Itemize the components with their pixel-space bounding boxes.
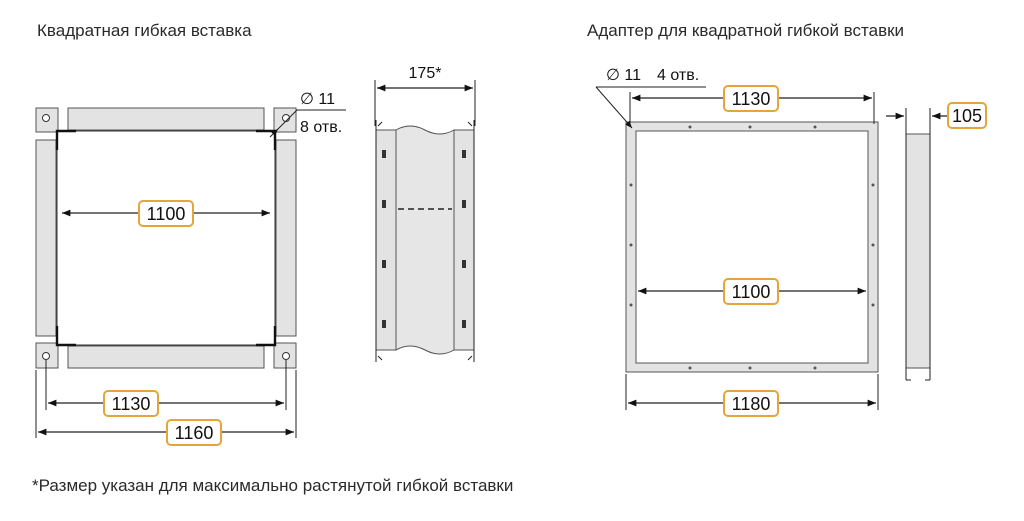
corner-bracket-tl — [55, 129, 76, 150]
left-outer-dimension: 1160 — [175, 423, 214, 443]
flexible-insert-front-view: ∅ 11 8 отв. 1100 1130 1160 — [35, 91, 346, 446]
adapter-depth-dimension: 105 — [952, 106, 982, 126]
flange-bar-bottom — [67, 345, 265, 369]
dim-label-pitch — [103, 390, 159, 417]
dim-label-outer — [166, 419, 222, 446]
adapter-opening — [635, 130, 869, 364]
corner-bracket-bl — [55, 326, 76, 347]
adapter-hole-count: 4 отв. — [657, 67, 699, 84]
side-flange-right — [453, 129, 475, 351]
flexible-fabric — [395, 125, 455, 355]
adapter-side-view: 105 — [886, 102, 987, 381]
dim-label-inner — [138, 200, 194, 227]
adapter-outer-dimension: 1180 — [732, 394, 771, 414]
corner-bracket-br — [256, 326, 277, 347]
right-view-title: Адаптер для квадратной гибкой вставки — [587, 21, 905, 40]
left-hole-diameter: ∅ 11 — [300, 91, 335, 108]
left-hole-count: 8 отв. — [300, 119, 342, 136]
left-inner-dimension: 1100 — [147, 204, 186, 224]
mount-hole-bl — [42, 352, 50, 360]
mount-hole-br — [282, 352, 290, 360]
inner-opening — [56, 130, 276, 346]
adapter-dim-label-depth — [947, 102, 987, 129]
side-flange-left — [375, 129, 397, 351]
left-view-title: Квадратная гибкая вставка — [37, 21, 252, 40]
flange-bar-left — [35, 139, 57, 337]
adapter-inner-dimension: 1100 — [732, 282, 771, 302]
side-depth-dimension: 175* — [409, 65, 442, 82]
flange-bar-right — [275, 139, 297, 337]
adapter-dim-label-pitch — [723, 85, 779, 112]
mount-hole-tl — [42, 114, 50, 122]
adapter-side-body — [905, 133, 931, 369]
adapter-hole-pitch: 1130 — [732, 89, 771, 109]
adapter-hole-diameter: ∅ 11 — [606, 67, 641, 84]
footnote: *Размер указан для максимально растянуто… — [32, 476, 514, 495]
flange-bar-top — [67, 107, 265, 131]
flexible-insert-side-view: 175* — [374, 65, 476, 362]
adapter-front-view: ∅ 11 4 отв. 1130 1100 1180 — [595, 67, 879, 417]
left-hole-pitch: 1130 — [112, 394, 151, 414]
adapter-dim-label-outer — [723, 390, 779, 417]
adapter-dim-label-inner — [723, 278, 779, 305]
